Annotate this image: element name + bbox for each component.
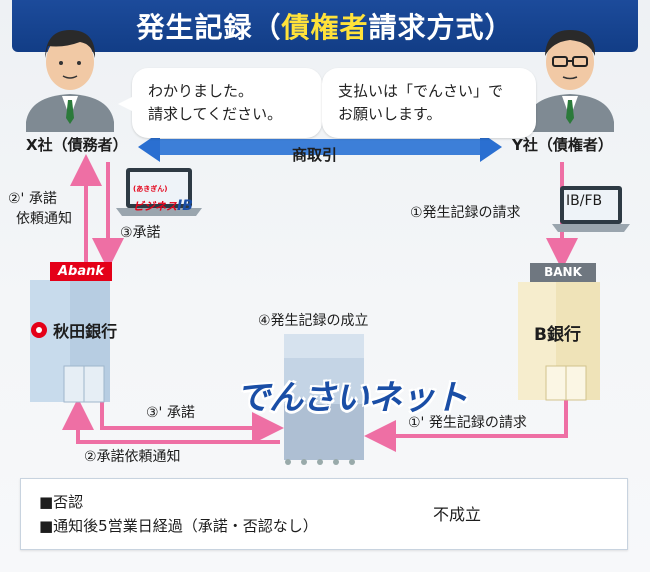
laptop-right-icon (552, 186, 630, 232)
densai-building-icon (284, 334, 364, 465)
page-title: 発生記録（債権者請求方式） (12, 6, 638, 46)
bubble-tail-left (118, 96, 134, 112)
step-2prime-line2: 依頼通知 (16, 211, 72, 227)
akita-bank-logo: 秋田銀行 (30, 318, 117, 342)
title-suffix: 請求方式） (368, 11, 514, 44)
step-4-label: ④発生記録の成立 (258, 313, 369, 329)
arrow-2 (62, 398, 280, 444)
bank-sign: BANK (530, 263, 596, 282)
trade-arrow (138, 132, 502, 162)
legend-item-timeout: ■通知後5営業日経過（承諾・否認なし） (39, 517, 318, 535)
ibfb-label: IB/FB (566, 193, 603, 209)
laptop-left-icon (116, 168, 202, 216)
speech-bubble-x: わかりました。 請求してください。 (132, 68, 322, 138)
step-3-label: ③承諾 (120, 225, 161, 241)
title-highlight: 債権者 (281, 11, 369, 44)
arrow-3prime (100, 400, 284, 444)
x-company-label: X社（債務者） (26, 136, 128, 154)
trade-label: 商取引 (292, 146, 338, 164)
densai-net-logo: でんさいネット (236, 378, 468, 418)
title-banner: 発生記録（債権者請求方式） (12, 0, 638, 52)
akita-bank-mark-icon (31, 322, 47, 338)
step-1prime-label: ①' 発生記録の請求 (408, 415, 527, 431)
step-1-label: ①発生記録の請求 (410, 205, 521, 221)
akita-bank-name: 秋田銀行 (53, 322, 118, 341)
arrow-1prime (364, 400, 568, 452)
step-2-label: ②承諾依頼通知 (84, 449, 181, 465)
legend-box: ■否認 ■通知後5営業日経過（承諾・否認なし） 不成立 (20, 478, 628, 550)
b-bank-label: B銀行 (534, 325, 581, 345)
speech-bubble-y: 支払いは「でんさい」で お願いします。 (322, 68, 536, 138)
legend-result: 不成立 (433, 505, 482, 524)
abank-building-icon (30, 280, 110, 403)
akigin-ib-logo: (あきぎん) ビジネスIB (133, 185, 193, 214)
person-y-icon (526, 30, 614, 132)
bubble-tail-right (520, 96, 536, 112)
step-3prime-label: ③' 承諾 (146, 405, 195, 421)
title-prefix: 発生記録（ (136, 11, 282, 44)
step-2prime-line1: ②' 承諾 (8, 191, 57, 207)
person-x-icon (26, 30, 114, 132)
legend-item-deny: ■否認 (39, 493, 84, 511)
b-bank-building-icon (518, 282, 600, 401)
y-company-label: Y社（債権者） (512, 136, 613, 154)
abank-sign: Abank (50, 262, 112, 281)
